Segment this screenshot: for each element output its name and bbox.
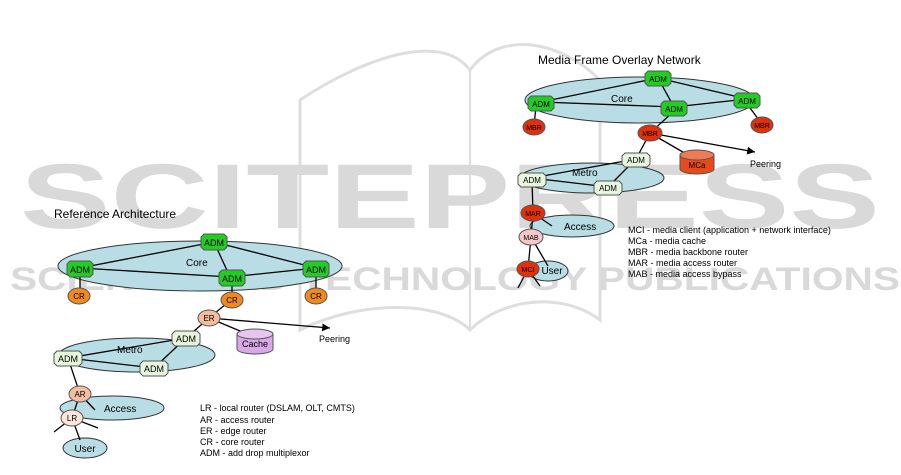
media-legend-line: MBR - media backbone router [628, 247, 748, 257]
svg-text:ADM: ADM [222, 274, 242, 284]
media-legend: MCI - media client (application + networ… [628, 225, 831, 279]
svg-text:ADM: ADM [306, 265, 326, 275]
ref-core-cloud [57, 240, 343, 292]
ref-adm-metro-top: ADM [171, 330, 201, 347]
ref-ar: AR [68, 385, 92, 403]
ref-cr-mid: CR [220, 291, 244, 309]
media-adm-right: ADM [733, 92, 761, 109]
media-adm-metro-right: ADM [593, 180, 623, 196]
ref-adm-left: ADM [66, 260, 94, 278]
svg-text:ADM: ADM [738, 97, 756, 106]
media-frame-overlay: Media Frame Overlay Network [516, 53, 831, 289]
media-mar: MAR [520, 204, 546, 222]
media-mbr-left: MBR [522, 118, 546, 136]
svg-text:CR: CR [73, 292, 85, 301]
ref-cache: Cache [236, 328, 274, 355]
ref-legend-line: AR - access router [200, 415, 275, 425]
media-mbr-mid: MBR [637, 124, 663, 142]
svg-text:MCa: MCa [689, 161, 706, 170]
ref-adm-metro-bottom: ADM [139, 360, 169, 377]
reference-title: Reference Architecture [54, 207, 176, 221]
svg-text:MBR: MBR [526, 125, 542, 132]
ref-adm-right: ADM [302, 260, 330, 278]
media-legend-line: MAR - media access router [628, 258, 737, 268]
svg-text:ADM: ADM [665, 105, 683, 114]
ref-access-cloud [59, 395, 165, 421]
media-adm-metro-left: ADM [517, 172, 547, 188]
media-mab: MAB [518, 228, 544, 246]
media-adm-metro-top: ADM [621, 152, 651, 168]
ref-er: ER [197, 309, 221, 327]
media-core-cloud [524, 76, 756, 124]
ref-lr: LR [60, 409, 84, 427]
ref-legend-line: ER - edge router [200, 426, 267, 436]
reference-architecture: Reference Architecture [53, 207, 355, 459]
svg-text:ADM: ADM [627, 156, 645, 165]
ref-cr-left: CR [67, 287, 91, 305]
ref-core-label: Core [186, 258, 208, 269]
ref-adm-mid: ADM [218, 269, 246, 287]
svg-text:MBR: MBR [642, 131, 658, 138]
svg-text:LR: LR [67, 414, 77, 423]
svg-text:ADM: ADM [523, 176, 541, 185]
svg-text:ADM: ADM [649, 75, 667, 84]
svg-text:AR: AR [74, 390, 85, 399]
svg-text:MBR: MBR [754, 123, 770, 130]
svg-text:ADM: ADM [58, 354, 78, 364]
media-legend-line: MCI - media client (application + networ… [628, 225, 831, 235]
svg-text:CR: CR [226, 296, 238, 305]
ref-legend-line: ADM - add drop multiplexor [200, 448, 310, 458]
svg-text:ADM: ADM [70, 265, 90, 275]
svg-text:ADM: ADM [204, 238, 224, 248]
media-mci: MCI [516, 260, 540, 278]
media-adm-mid: ADM [660, 100, 688, 117]
ref-adm-top: ADM [200, 233, 228, 251]
ref-legend-line: LR - local router (DSLAM, OLT, CMTS) [200, 403, 355, 413]
ref-legend: LR - local router (DSLAM, OLT, CMTS) AR … [200, 403, 355, 458]
ref-legend-line: CR - core router [200, 437, 265, 447]
media-adm-top: ADM [644, 70, 672, 87]
watermark-main: SCITEPRESS [20, 146, 880, 248]
svg-text:ER: ER [203, 314, 214, 323]
media-legend-line: MAB - media access bypass [628, 269, 742, 279]
ref-peering-label: Peering [319, 334, 350, 344]
media-mbr-right: MBR [750, 116, 774, 134]
svg-text:MCI: MCI [522, 267, 535, 274]
ref-peering-arrow [208, 317, 331, 332]
ref-user-label: User [74, 444, 96, 455]
media-access-cloud [529, 214, 615, 238]
svg-text:ADM: ADM [532, 100, 550, 109]
svg-text:MAB: MAB [523, 235, 539, 242]
ref-adm-metro-left: ADM [53, 350, 83, 367]
svg-text:ADM: ADM [176, 334, 196, 344]
media-adm-left: ADM [527, 95, 555, 112]
watermark-book-icon [298, 43, 602, 333]
ref-cr-right: CR [304, 287, 328, 305]
svg-text:ADM: ADM [144, 364, 164, 374]
media-user-label: User [541, 266, 563, 277]
svg-text:CR: CR [310, 292, 322, 301]
svg-text:ADM: ADM [599, 184, 617, 193]
ref-access-label: Access [104, 404, 136, 415]
svg-text:MAR: MAR [525, 211, 541, 218]
media-core-label: Core [611, 94, 633, 105]
media-peering-arrow [649, 132, 756, 155]
ref-metro-label: Metro [117, 345, 143, 356]
media-mca: MCa [679, 149, 715, 175]
media-metro-label: Metro [572, 168, 598, 179]
media-legend-line: MCa - media cache [628, 236, 706, 246]
media-title: Media Frame Overlay Network [538, 53, 702, 67]
media-peering-label: Peering [750, 159, 781, 169]
svg-text:Cache: Cache [242, 339, 268, 349]
ref-user-cloud [62, 437, 108, 459]
media-access-label: Access [564, 222, 596, 233]
